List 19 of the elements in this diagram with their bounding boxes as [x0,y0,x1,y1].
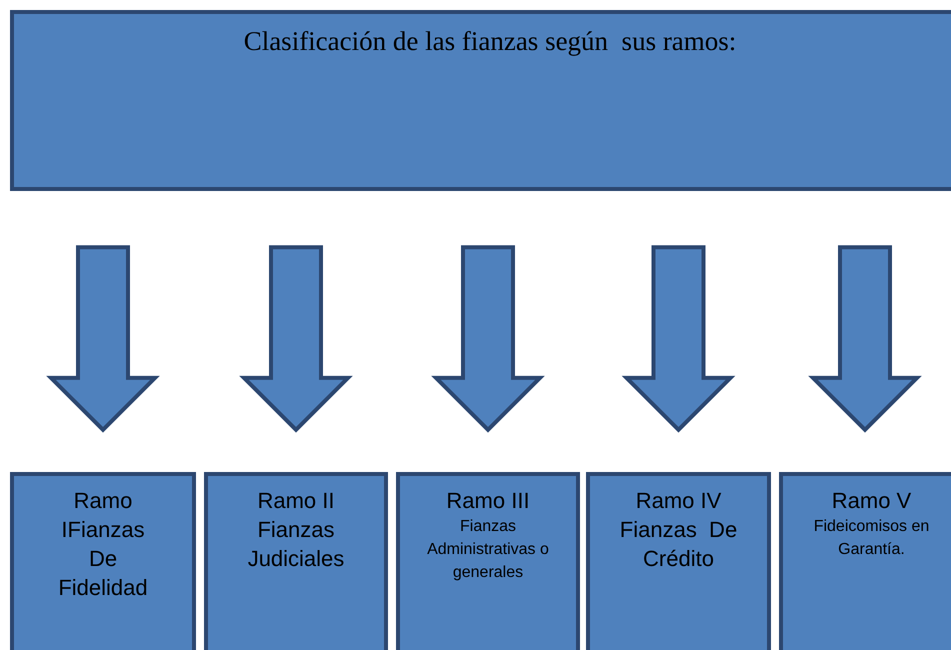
category-title: Ramo III [445,487,531,515]
category-title: Ramo IFianzas De Fidelidad [57,487,149,602]
heading-box [10,10,951,191]
category-description: Fianzas Administrativas o generales [426,517,550,583]
category-title: Ramo IV Fianzas De Crédito [618,487,738,573]
category-title: Ramo V [830,487,912,515]
block-arrow [431,245,545,433]
block-arrow [239,245,353,433]
category-box [586,472,771,650]
block-arrow [808,245,922,433]
category-box [204,472,388,650]
category-box [779,472,951,650]
block-arrow [46,245,160,433]
category-title: Ramo II Fianzas Judiciales [246,487,346,573]
heading-text: Clasificación de las fianzas según sus ramos: [242,26,738,57]
category-box [10,472,196,650]
category-box [396,472,580,650]
category-description: Fideicomisos en Garantía. [812,517,930,560]
block-arrow [622,245,736,433]
